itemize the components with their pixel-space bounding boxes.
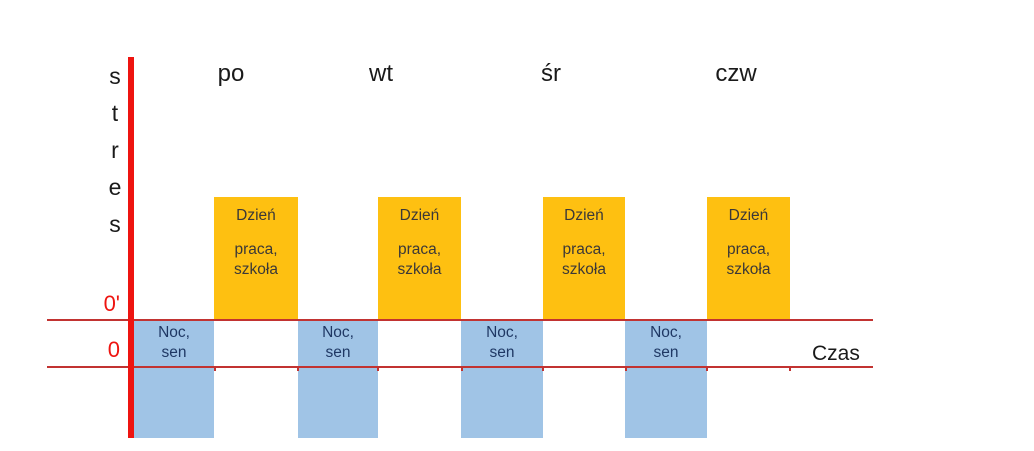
night-block-label-line1: Noc, <box>650 324 682 341</box>
day-block-label-line2: praca, <box>397 241 442 258</box>
day-block-label-line1: Dzień <box>564 207 604 224</box>
night-block-label-line1: Noc, <box>486 324 518 341</box>
axis-tick <box>789 366 791 371</box>
night-block-label-line2: sen <box>653 344 679 361</box>
axis-tick <box>542 366 544 371</box>
day-label-wt: wt <box>369 60 393 87</box>
day-block-label-line2: praca, <box>234 241 278 258</box>
day-block-label-line2: praca, <box>562 241 606 258</box>
axis-tick <box>706 366 708 371</box>
day-label-sr: śr <box>541 60 561 87</box>
x-axis-label: Czas <box>812 342 860 365</box>
night-block-label-line2: sen <box>489 344 515 361</box>
axis-tick <box>377 366 379 371</box>
axis-tick <box>297 366 299 371</box>
night-block-label-line1: Noc, <box>158 324 190 341</box>
axis-tick <box>625 366 627 371</box>
day-block-label-line3: szkoła <box>234 261 278 278</box>
day-block-label-line3: szkoła <box>397 261 442 278</box>
day-block-label-line3: szkoła <box>562 261 606 278</box>
reference-line-lower <box>47 366 873 368</box>
axis-tick <box>214 366 216 371</box>
day-block: Dzień praca, szkoła <box>214 197 298 320</box>
night-block-label-line2: sen <box>325 344 351 361</box>
day-block-label-line1: Dzień <box>236 207 276 224</box>
day-block-label-line1: Dzień <box>399 207 440 224</box>
night-block: Noc, sen <box>461 320 543 438</box>
reference-line-upper <box>47 319 873 321</box>
y-axis-line <box>128 57 134 438</box>
y-axis-label: stres <box>102 63 128 248</box>
night-block-label-line2: sen <box>161 344 187 361</box>
day-label-czw: czw <box>715 60 757 87</box>
day-block-label-line3: szkoła <box>726 261 771 278</box>
day-label-po: po <box>217 60 245 87</box>
day-block-label-line2: praca, <box>726 241 771 258</box>
y-tick-zero-prime: 0' <box>103 291 120 316</box>
y-tick-zero: 0 <box>107 337 120 362</box>
night-block-label-line1: Noc, <box>322 324 354 341</box>
night-block: Noc, sen <box>625 320 707 438</box>
day-block: Dzień praca, szkoła <box>707 197 790 320</box>
day-block: Dzień praca, szkoła <box>543 197 625 320</box>
axis-tick <box>461 366 463 371</box>
day-block-label-line1: Dzień <box>728 207 769 224</box>
day-block: Dzień praca, szkoła <box>378 197 461 320</box>
night-block: Noc, sen <box>134 320 214 438</box>
night-block: Noc, sen <box>298 320 378 438</box>
